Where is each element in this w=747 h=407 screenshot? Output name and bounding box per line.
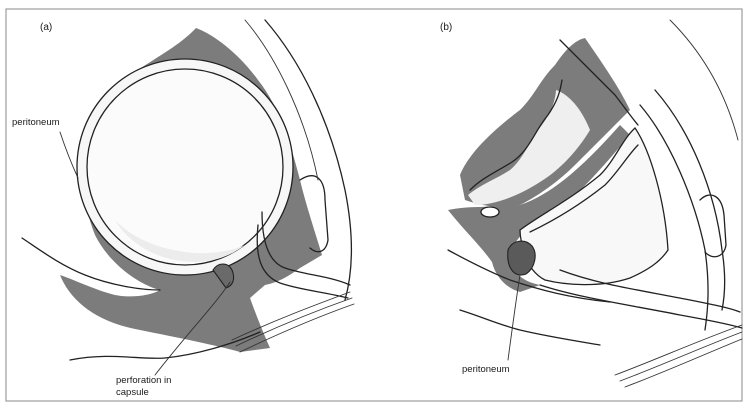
panel-a-peritoneum-label: peritoneum — [12, 117, 60, 128]
panel-a-capsule-inner — [87, 69, 283, 265]
panel-b-peritoneum-blob — [508, 241, 535, 275]
panel-b-peritoneum-label: peritoneum — [462, 364, 510, 375]
panel-a-label: (a) — [40, 22, 52, 33]
panel-a-perforation-label-line1: perforation in — [116, 375, 171, 386]
panel-b-small-oval — [481, 207, 499, 217]
panel-a-perforation-label-line2: capsule — [116, 387, 149, 398]
panel-b-label: (b) — [440, 22, 452, 33]
